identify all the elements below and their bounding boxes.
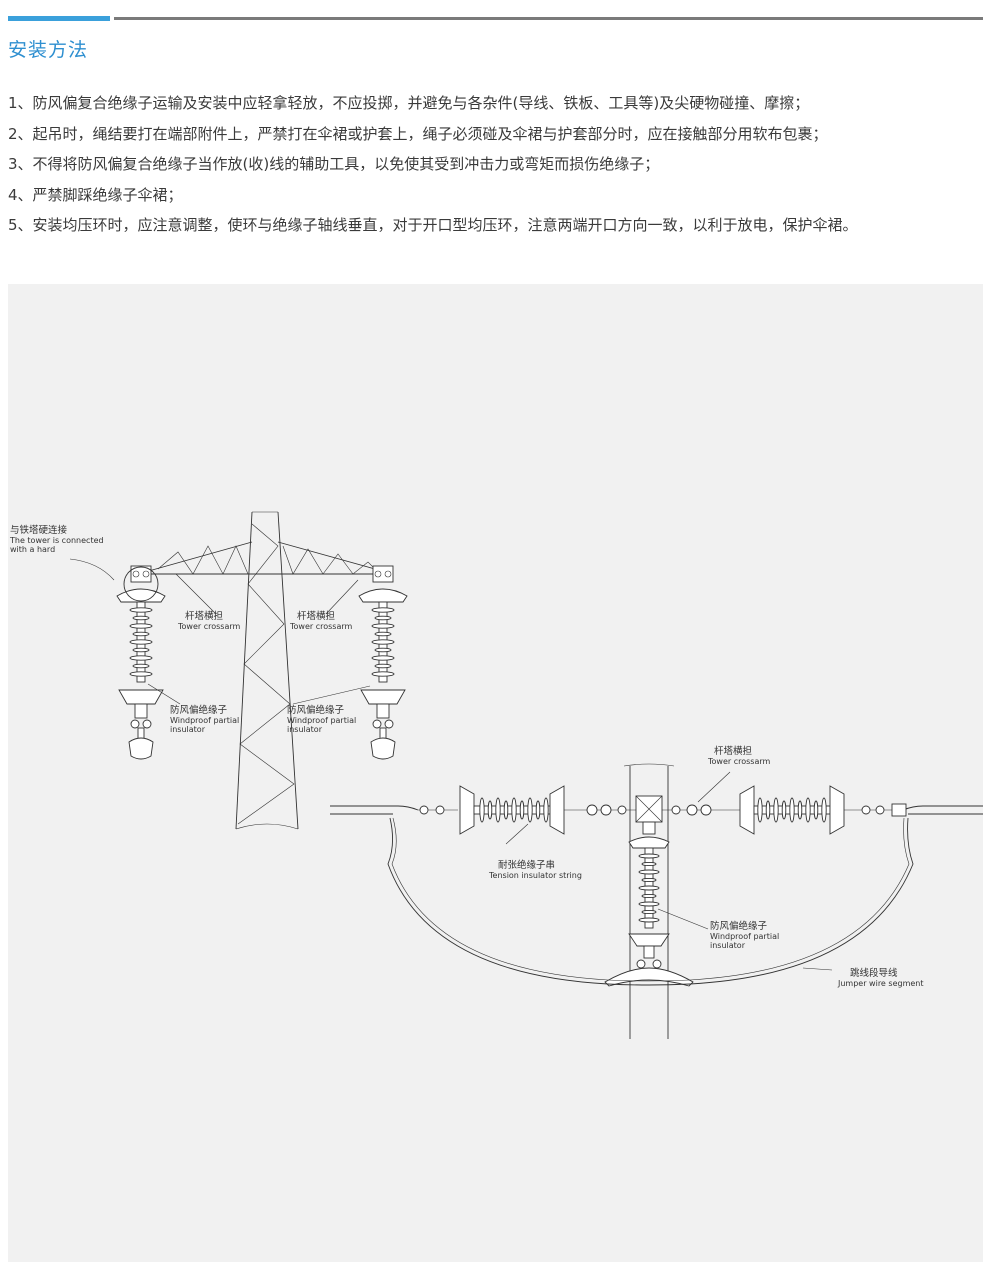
step-item-5: 5、安装均压环时，应注意调整，使环与绝缘子轴线垂直，对于开口型均压环，注意两端开… <box>8 216 858 234</box>
label-jumper-wire-zh: 跳线段导线 <box>850 967 898 979</box>
step-item-3: 3、不得将防风偏复合绝缘子当作放(收)线的辅助工具，以免使其受到冲击力或弯矩而损… <box>8 155 660 173</box>
header-divider <box>114 17 983 20</box>
label-windproof-right-en-2: insulator <box>710 941 746 950</box>
label-crossarm-left-zh: 杆塔横担 <box>185 610 224 622</box>
step-item-4: 4、严禁脚踩绝缘子伞裙； <box>8 185 183 204</box>
tower-diagram-left: 与铁塔硬连接 The tower is connected with a har… <box>9 511 408 830</box>
installation-diagram: 与铁塔硬连接 The tower is connected with a har… <box>9 511 983 1039</box>
label-windproof-mid-en-2: insulator <box>287 725 323 734</box>
label-hard-connection-en-2: with a hard <box>10 545 55 554</box>
label-windproof-right-zh: 防风偏绝缘子 <box>710 920 768 932</box>
label-windproof-right-en-1: Windproof partial <box>710 932 779 941</box>
label-crossarm-mid-en: Tower crossarm <box>289 622 353 631</box>
label-tension-string-en: Tension insulator string <box>488 871 582 880</box>
label-windproof-left-en-2: insulator <box>170 725 206 734</box>
label-windproof-left-zh: 防风偏绝缘子 <box>170 704 228 716</box>
section-title: 安装方法 <box>8 39 89 61</box>
label-crossarm-right-zh: 杆塔横担 <box>714 745 753 757</box>
label-hard-connection-zh: 与铁塔硬连接 <box>10 524 68 536</box>
label-jumper-wire-en: Jumper wire segment <box>837 979 924 988</box>
label-windproof-mid-zh: 防风偏绝缘子 <box>287 704 345 716</box>
installation-steps-list: 1、防风偏复合绝缘子运输及安装中应轻拿轻放，不应投掷，并避免与各杂件(导线、铁板… <box>8 88 858 241</box>
label-crossarm-mid-zh: 杆塔横担 <box>297 610 336 622</box>
step-item-2: 2、起吊时，绳结要打在端部附件上，严禁打在伞裙或护套上，绳子必须碰及伞裙与护套部… <box>8 124 828 143</box>
tower-diagram-right: 杆塔横担 Tower crossarm 耐张绝缘子串 Tension insul… <box>330 745 983 1039</box>
label-hard-connection-en-1: The tower is connected <box>9 536 104 545</box>
label-crossarm-right-en: Tower crossarm <box>707 757 771 766</box>
label-crossarm-left-en: Tower crossarm <box>177 622 241 631</box>
label-windproof-mid-en-1: Windproof partial <box>287 716 356 725</box>
header-accent-bar <box>8 16 110 21</box>
label-windproof-left-en-1: Windproof partial <box>170 716 239 725</box>
step-item-1: 1、防风偏复合绝缘子运输及安装中应轻拿轻放，不应投掷，并避免与各杂件(导线、铁板… <box>8 94 810 112</box>
label-tension-string-zh: 耐张绝缘子串 <box>498 859 555 871</box>
installation-diagram-panel: 与铁塔硬连接 The tower is connected with a har… <box>8 284 983 1262</box>
